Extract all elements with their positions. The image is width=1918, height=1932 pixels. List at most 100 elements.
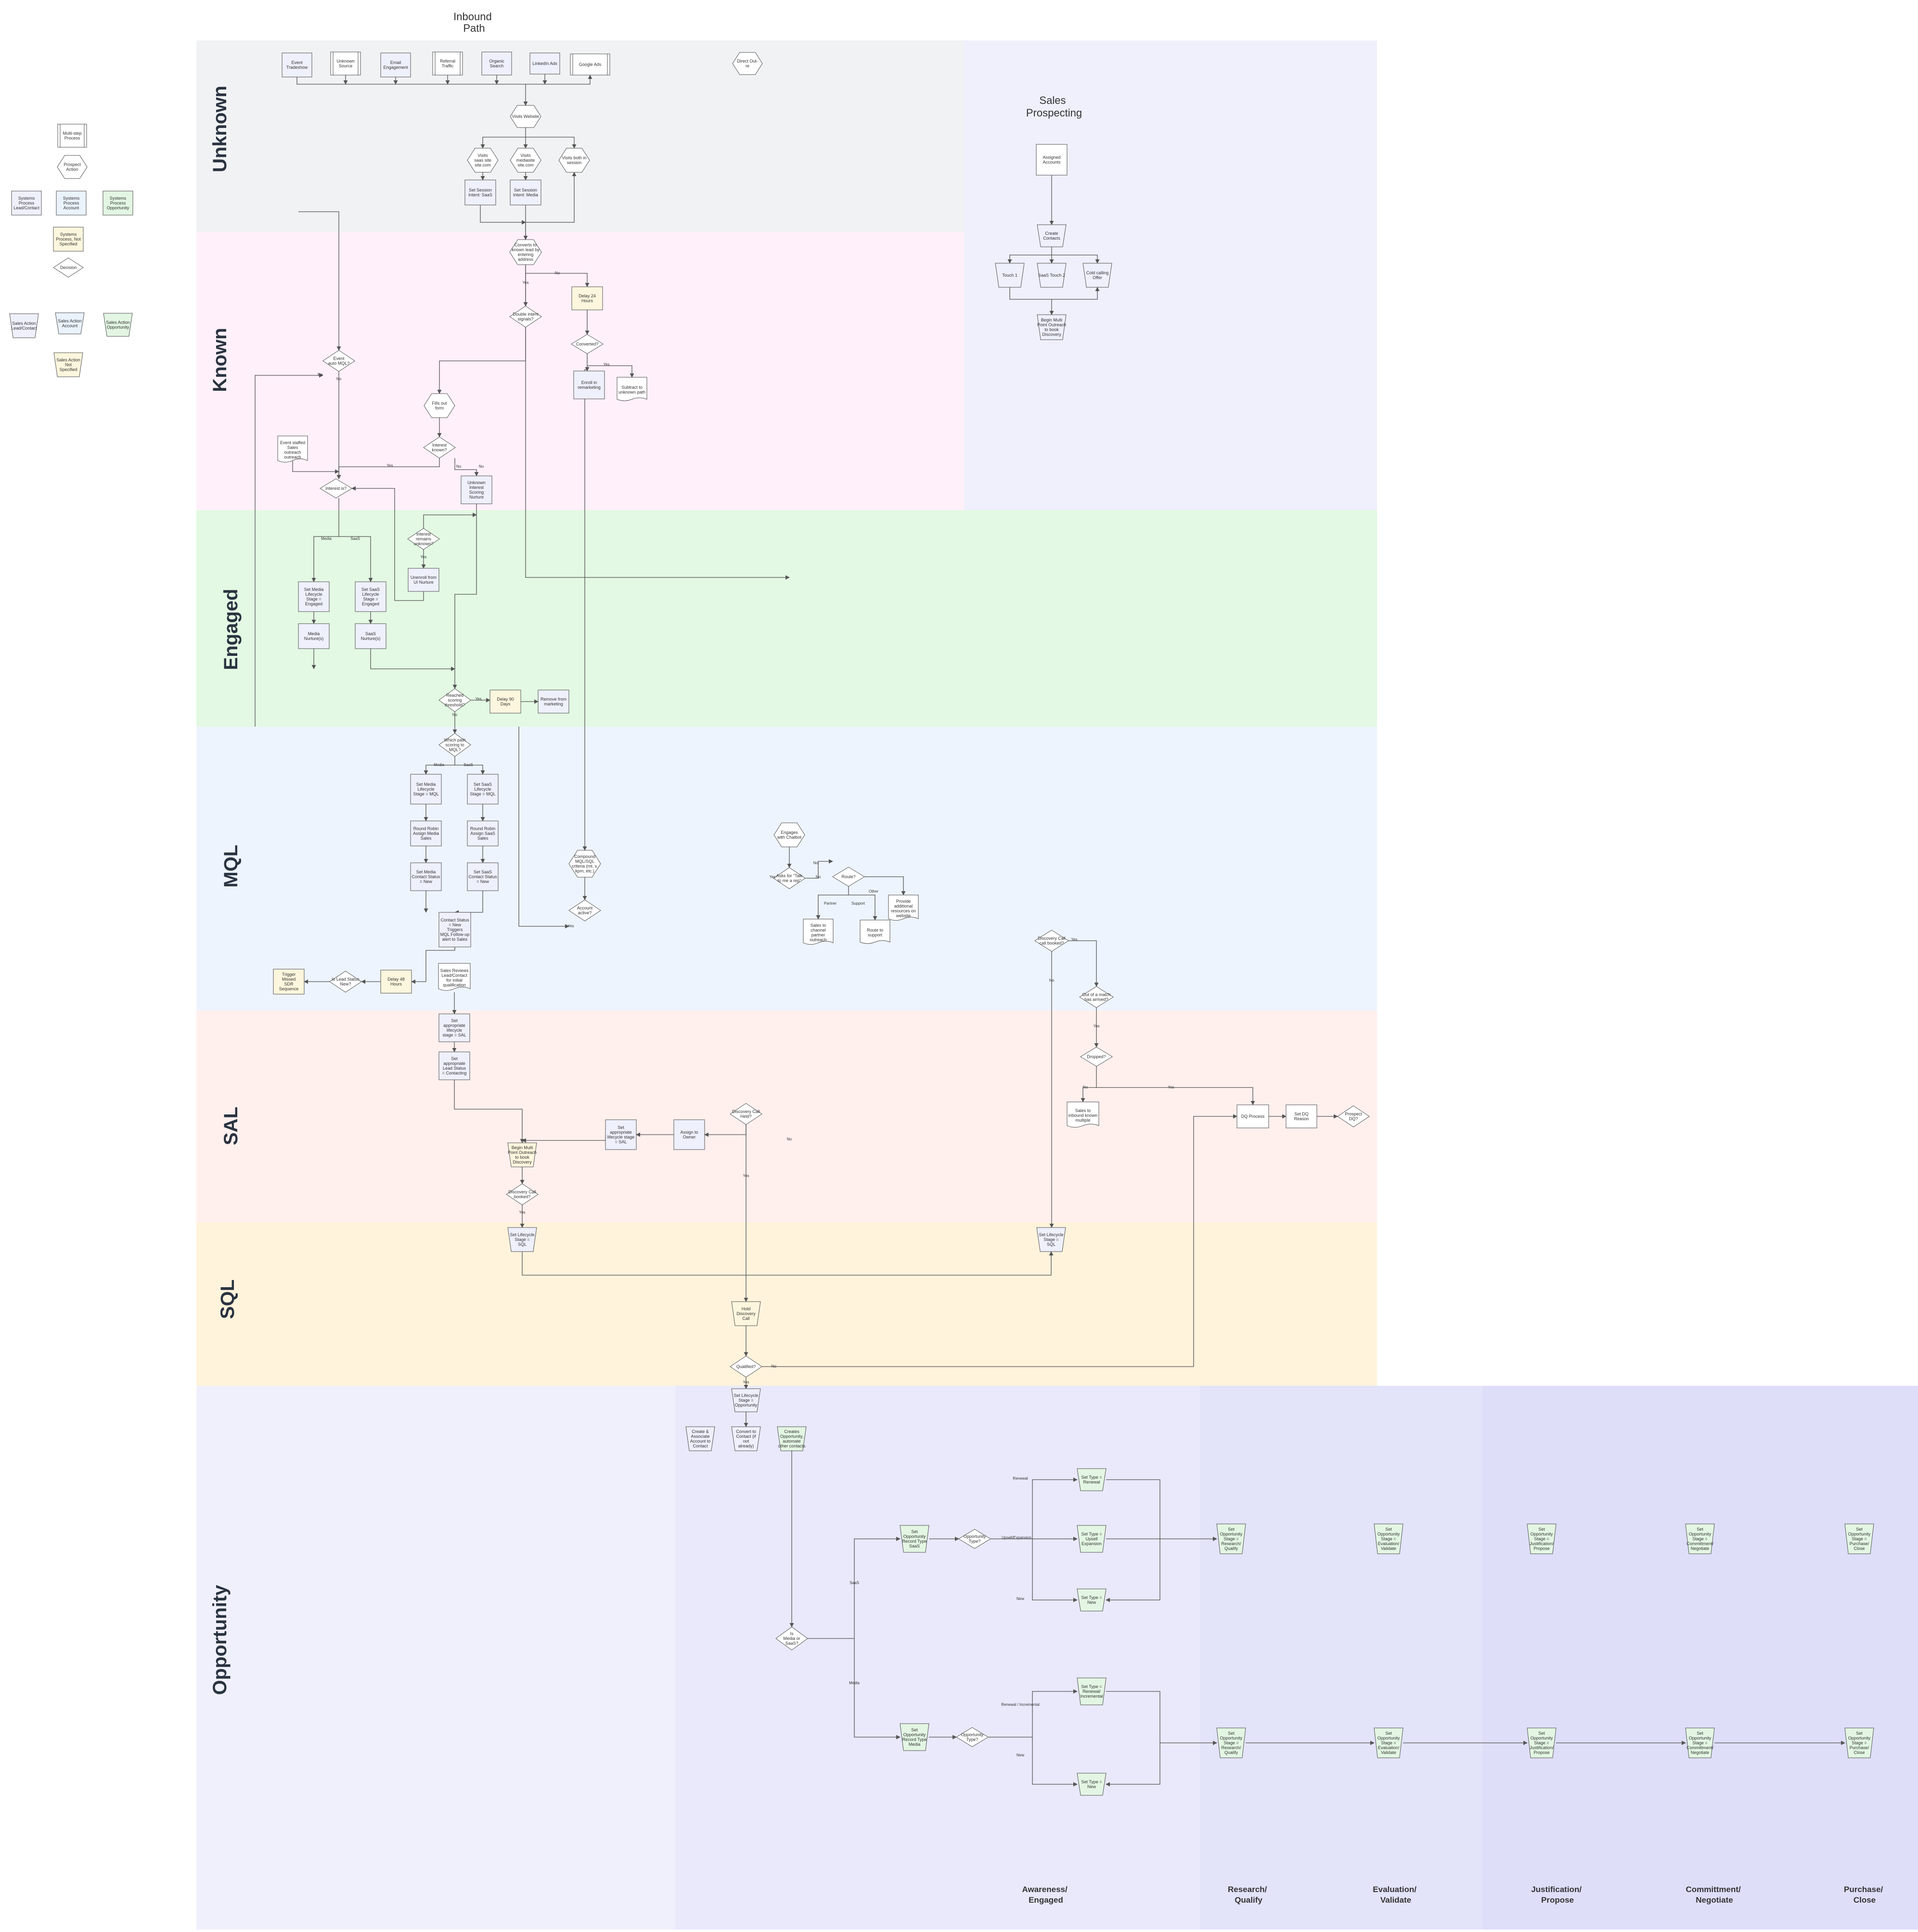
set-type-renewal-media-label: Set Type =Renewal/Incremental (1080, 1684, 1103, 1699)
src-email-label-line: Email (390, 60, 401, 65)
converts-form-label-line: Converts to (515, 243, 537, 247)
set-opp-saas-label-line: SaaS (909, 1544, 920, 1548)
legend-item-label-line: Systems (110, 196, 127, 201)
visits-website-shape (510, 105, 541, 128)
opp-type-saas-label-line: Type? (969, 1539, 981, 1544)
compound-mql-label-line: kpm, etc.) (575, 869, 594, 873)
assigned-accounts-shape (1036, 144, 1068, 176)
interest-q-label: Interest is? (325, 486, 347, 491)
stage-research-media-label-line: Research/ (1221, 1745, 1241, 1750)
stage-just-media-label-line: Stage = (1534, 1740, 1549, 1745)
src-unknown-label-line: Source (339, 64, 353, 68)
edge-label-support: Support (851, 901, 865, 906)
set-saas-mql-shape (467, 774, 499, 805)
set-lifecycle-sal-label-line: Set (451, 1018, 458, 1023)
edge-label-no-5: No (452, 713, 458, 717)
set-saas-status-label-line: Set SaaS (474, 870, 492, 874)
set-saas-mql-label-line: Lifecycle (474, 787, 491, 792)
legend-item-label-line: Process, Not (56, 237, 81, 242)
connector (1052, 255, 1100, 264)
visits-saas-shape (467, 148, 499, 173)
set-type-renewal-label: Set Type =Renewal (1081, 1475, 1102, 1484)
set-session-saas-shape (464, 179, 496, 205)
connector (423, 512, 477, 528)
set-type-renewal-label-line: Renewal (1083, 1480, 1100, 1484)
enroll-remarketing-shape (573, 371, 605, 399)
sales-outreach-label-line: outreach (284, 455, 301, 460)
legend-item-label-line: Lead/Contact (11, 326, 37, 331)
subtract-intent-label-line: Subtract to (621, 385, 643, 390)
compound-mql-label-line: MQL/SQL (575, 859, 594, 864)
touch-1-shape (995, 263, 1025, 288)
sales-outreach-shape (277, 435, 308, 463)
convert-contact-label-line: not (743, 1439, 749, 1444)
interest-unknown-q-label-line: remains (416, 537, 432, 541)
legend-item-label-line: Process (110, 201, 126, 205)
stage-commit-media-label-line: Stage = (1692, 1740, 1707, 1745)
discovery-held-shape (730, 1103, 762, 1125)
begin-multi-disc-label-line: Begin Multi (1041, 318, 1063, 322)
dq-process: DQ Process (1236, 1104, 1269, 1128)
connector (1009, 287, 1100, 300)
set-type-renewal: Set Type =Renewal (1077, 1468, 1107, 1491)
begin-multi-disc-label-line: to book (1044, 327, 1059, 332)
unenroll-shape (408, 568, 439, 592)
interest-known-shape (423, 436, 456, 459)
visits-website-label: Visits Website (512, 114, 539, 119)
sales-outreach-label-line: outreach (284, 450, 301, 455)
edge-label-no-8: No (787, 1137, 792, 1141)
connector (526, 273, 590, 287)
prospect-dq-label-line: DQ? (1349, 1116, 1358, 1121)
legend-item-label-line: Process (64, 136, 80, 141)
set-media-engaged-label-line: Engaged (305, 601, 322, 606)
media-or-saas-label-line: Is (790, 1631, 794, 1636)
route-sales-label-line: partner (811, 933, 825, 937)
connector (816, 886, 849, 920)
create-opp-label-line: automate (783, 1439, 801, 1444)
create-contacts-shape (1037, 224, 1067, 247)
asks-talk-label-line: Asks for "Talk (776, 873, 803, 878)
lane-label-sal: SAL (220, 1107, 242, 1145)
set-sql-left-shape (507, 1227, 537, 1252)
touch-2: SaaS Touch 2 (1037, 263, 1067, 288)
set-opp-media-label-line: Opportunity (903, 1732, 926, 1737)
assign-owner-label-line: Assign to (680, 1130, 698, 1135)
stage-commit-saas-label-line: Negotiate (1691, 1546, 1710, 1551)
reached-threshold-label-line: threshold? (445, 703, 465, 707)
stage-justification-line-2: Propose (1541, 1895, 1574, 1905)
provide-content-label-line: additional (894, 904, 913, 908)
compound-mql-label-line: criteria (mt. v. (572, 864, 598, 869)
set-type-new-media-label-line: New (1087, 1784, 1096, 1789)
connector (424, 756, 455, 775)
opp-type-media-shape (956, 1727, 989, 1747)
stage-commit-media-label-line: Committment/ (1686, 1745, 1714, 1750)
connector (849, 895, 877, 921)
